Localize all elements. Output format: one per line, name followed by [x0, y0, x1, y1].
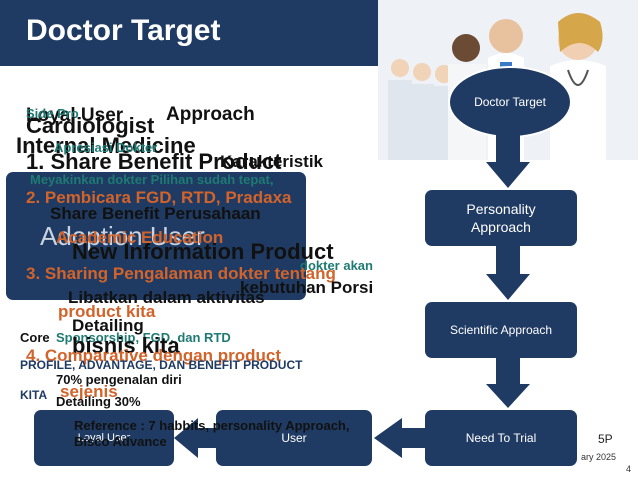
comparative-text: 4. Comparative dengan product	[26, 346, 282, 365]
down-arrow-icon	[486, 246, 530, 300]
new-information-text: New Information Product	[72, 239, 334, 264]
user-label: User	[281, 431, 307, 445]
left-arrow-icon	[374, 418, 426, 458]
page-title: Doctor Target	[26, 14, 221, 47]
share-benefit-perusahaan-text: Share Benefit Perusahaan	[50, 204, 261, 223]
personality-approach-label: Personality Approach	[466, 201, 536, 235]
sponsorship-text: Sponsorship, FGD, dan RTD	[56, 330, 231, 345]
loyal-user-box: Loyal User	[34, 410, 174, 466]
personality-approach-box: Personality Approach	[425, 190, 577, 246]
apresiasi-text: Apresiasi Dokter	[54, 140, 158, 155]
meyakinkan-text: Meyakinkan dokter Pilihan sudah tepat,	[30, 172, 274, 187]
dokter-akan-text: dokter akan	[300, 258, 373, 273]
adoption-user-label: Adoption User	[40, 220, 205, 251]
slide-number: 5P	[598, 432, 613, 446]
need-to-trial-box: Need To Trial	[425, 410, 577, 466]
product-kita-text: product kita	[58, 302, 156, 321]
down-arrow-icon	[486, 358, 530, 408]
down-arrow-icon	[486, 134, 530, 188]
core-text: Core	[20, 330, 50, 345]
academic-text: Academic Education	[56, 228, 224, 247]
scientific-approach-box: Scientific Approach	[425, 302, 577, 358]
sejenis-text: sejenis	[60, 382, 118, 401]
pembicara-text: 2. Pembicara FGD, RTD, Pradaxa	[26, 188, 292, 207]
internal-medicine-text: Internal Medicine	[16, 133, 196, 158]
doctor-target-circle: Doctor Target	[448, 66, 572, 138]
adoption-user-box: Adoption User	[6, 172, 306, 300]
kebutuhan-text: kebutuhan Porsi	[240, 278, 374, 297]
title-bar: Doctor Target	[0, 0, 378, 66]
cardiologist-text: Cardiologist	[26, 113, 155, 138]
pengenalan-text: 70% pengenalan diri	[56, 372, 182, 387]
loyal-user-box-label: Loyal User	[77, 432, 131, 444]
profile-line-text: PROFILE, ADVANTAGE, DAN BENEFIT PRODUCT	[20, 358, 303, 372]
left-arrow-icon	[174, 418, 218, 458]
kita-text: KITA	[20, 388, 48, 402]
date-fragment: ary 2025	[581, 452, 617, 462]
scientific-approach-label: Scientific Approach	[449, 323, 553, 337]
detailing-text: Detailing	[72, 316, 144, 335]
loyal-user-heading: Loyal User	[26, 105, 124, 126]
user-box: User	[216, 410, 372, 466]
libatkan-text: Libatkan dalam aktivitas	[68, 288, 265, 307]
side-pro-text: Side Pro	[26, 106, 79, 121]
page-fragment: 4	[626, 464, 632, 474]
need-to-trial-label: Need To Trial	[465, 431, 537, 445]
share-benefit-product-text: 1. Share Benefit Product	[26, 149, 282, 174]
karakteristik-text: Karakteristik	[220, 152, 324, 171]
approach-heading: Approach	[166, 104, 255, 125]
sharing-pengalaman-text: 3. Sharing Pengalaman dokter tentang	[26, 264, 336, 283]
reference-text: Reference : 7 habbits, personality Appro…	[74, 418, 350, 433]
bisnis-kita-text: bisnis kita	[72, 333, 180, 358]
bisco-text: Bisco Advance	[74, 434, 167, 449]
detailing-30-text: Detailing 30%	[56, 394, 141, 409]
